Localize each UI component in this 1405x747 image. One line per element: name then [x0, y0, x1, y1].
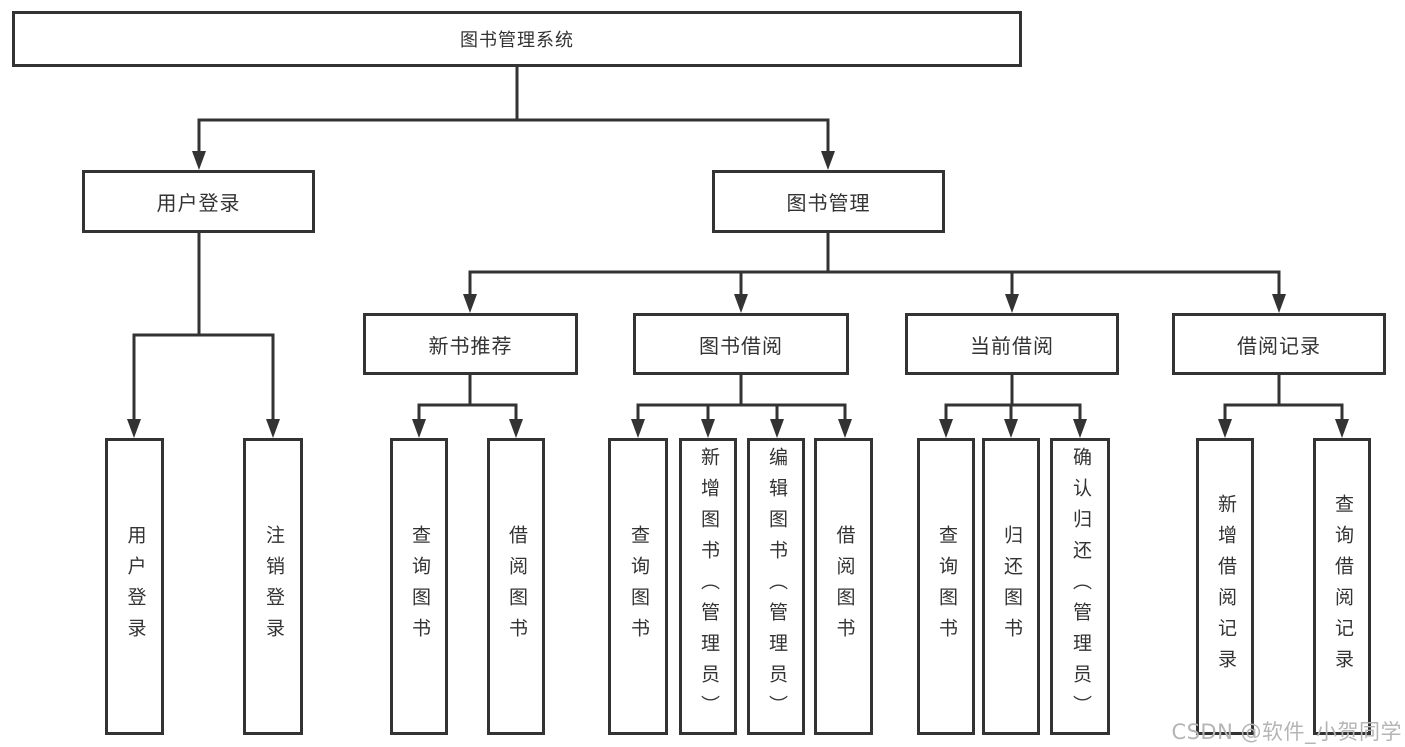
leaf-return-book-label: 归还图书: [1000, 524, 1023, 649]
leaf-logout-label: 注销登录: [262, 524, 285, 649]
node-root-label: 图书管理系统: [460, 30, 574, 51]
node-current-borrow: 当前借阅: [905, 313, 1119, 375]
leaf-user-login: 用户登录: [105, 438, 164, 735]
leaf-borrow-books-label: 借阅图书: [833, 524, 856, 649]
leaf-borrow-books-recommend: 借阅图书: [487, 438, 545, 735]
node-book-borrow: 图书借阅: [633, 313, 849, 375]
node-current-borrow-label: 当前借阅: [970, 333, 1054, 358]
leaf-edit-book-admin-label: 编辑图书（管理员）: [765, 447, 788, 726]
leaf-add-book-admin-label: 新增图书（管理员）: [697, 447, 720, 726]
node-new-book-recommend: 新书推荐: [363, 313, 578, 375]
leaf-confirm-return-admin-label: 确认归还（管理员）: [1069, 447, 1092, 726]
node-root: 图书管理系统: [12, 11, 1022, 67]
leaf-query-borrow-record-label: 查询借阅记录: [1331, 493, 1354, 680]
leaf-add-book-admin: 新增图书（管理员）: [679, 438, 737, 735]
leaf-confirm-return-admin: 确认归还（管理员）: [1050, 438, 1110, 735]
leaf-query-borrow-record: 查询借阅记录: [1313, 438, 1371, 735]
leaf-query-books-current: 查询图书: [917, 438, 975, 735]
node-book-management-label: 图书管理: [786, 191, 871, 215]
leaf-query-books-borrow: 查询图书: [608, 438, 668, 735]
node-borrow-records-label: 借阅记录: [1237, 333, 1321, 358]
node-user-login: 用户登录: [82, 170, 315, 233]
leaf-logout: 注销登录: [243, 438, 303, 735]
leaf-borrow-books: 借阅图书: [814, 438, 873, 735]
leaf-add-borrow-record-label: 新增借阅记录: [1214, 493, 1237, 680]
leaf-edit-book-admin: 编辑图书（管理员）: [747, 438, 805, 735]
watermark: CSDN @软件_小贺同学: [1171, 720, 1402, 744]
leaf-query-books-recommend-label: 查询图书: [408, 524, 431, 649]
leaf-query-books-recommend: 查询图书: [390, 438, 448, 735]
node-new-book-recommend-label: 新书推荐: [428, 333, 513, 358]
arrowheads: [127, 151, 1349, 438]
leaf-user-login-label: 用户登录: [124, 524, 147, 649]
leaf-query-books-borrow-label: 查询图书: [627, 524, 650, 649]
node-borrow-records: 借阅记录: [1172, 313, 1386, 375]
node-book-management: 图书管理: [712, 170, 945, 233]
node-book-borrow-label: 图书借阅: [699, 333, 783, 358]
leaf-add-borrow-record: 新增借阅记录: [1196, 438, 1254, 735]
node-user-login-label: 用户登录: [156, 191, 241, 215]
leaf-return-book: 归还图书: [982, 438, 1040, 735]
leaf-borrow-books-recommend-label: 借阅图书: [505, 524, 528, 649]
leaf-query-books-current-label: 查询图书: [935, 524, 958, 649]
